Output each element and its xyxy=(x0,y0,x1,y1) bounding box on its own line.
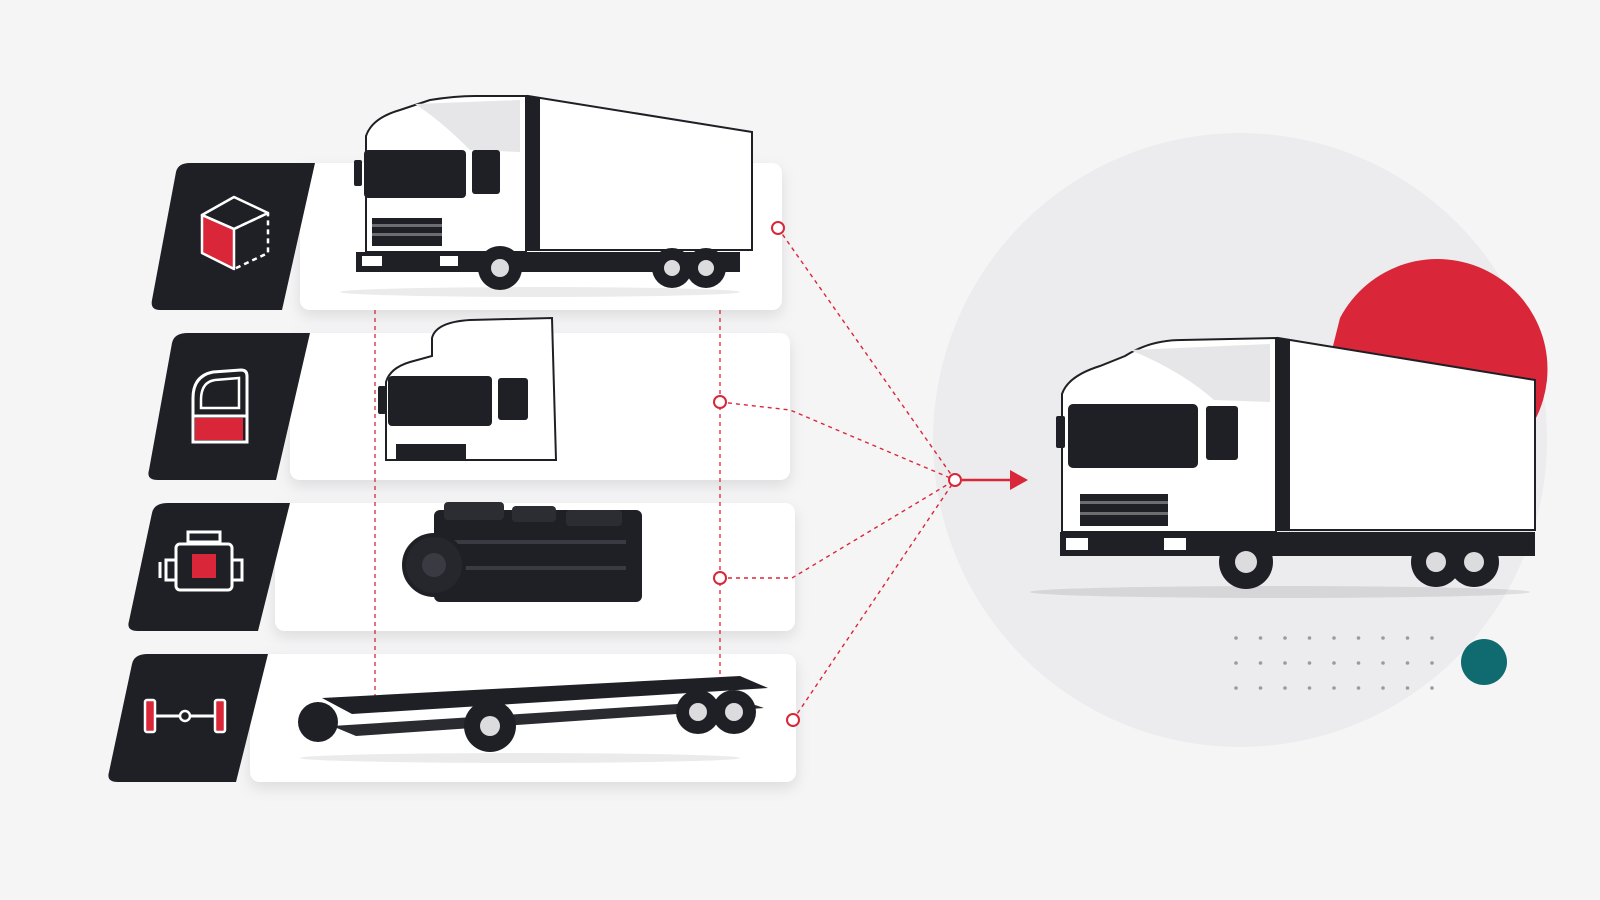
grid-dot xyxy=(1430,686,1434,690)
teal-marker-dot xyxy=(1461,639,1507,685)
decorative-dot-grid xyxy=(1234,636,1434,690)
grid-dot xyxy=(1258,636,1263,640)
grid-dot xyxy=(1332,636,1336,640)
grid-dot xyxy=(1307,661,1312,665)
grid-dot xyxy=(1307,686,1312,690)
part-engine-block xyxy=(402,502,642,602)
connector-body xyxy=(777,227,956,481)
part-truck-cab xyxy=(378,316,558,461)
grid-dot xyxy=(1258,686,1263,690)
grid-dot xyxy=(1332,686,1336,690)
panel-cab-tab xyxy=(148,333,310,480)
grid-dot xyxy=(1234,636,1238,640)
axle-icon xyxy=(143,698,227,734)
grid-dot xyxy=(1283,686,1287,690)
grid-dot xyxy=(1234,661,1238,665)
grid-dot xyxy=(1332,661,1336,665)
grid-dot xyxy=(1307,636,1312,640)
grid-dot xyxy=(1381,636,1385,640)
part-chassis-frame xyxy=(298,676,768,763)
grid-dot xyxy=(1430,636,1434,640)
cab-door-icon xyxy=(191,368,249,444)
connector-lines xyxy=(719,227,956,721)
connector-node-body xyxy=(771,221,785,235)
engine-icon xyxy=(158,530,244,592)
part-box-truck xyxy=(340,94,753,297)
cargo-box-icon xyxy=(200,195,270,271)
grid-dot xyxy=(1405,636,1410,640)
connector-engine xyxy=(720,479,956,579)
connector-chassis xyxy=(792,479,956,721)
merge-arrow-head xyxy=(1010,470,1028,490)
connector-node-engine xyxy=(713,571,727,585)
grid-dot xyxy=(1381,661,1385,665)
grid-dot xyxy=(1430,661,1434,665)
grid-dot xyxy=(1356,636,1361,640)
connector-node-cab xyxy=(713,395,727,409)
grid-dot xyxy=(1283,636,1287,640)
grid-dot xyxy=(1381,686,1385,690)
grid-dot xyxy=(1258,661,1263,665)
connector-merge-node xyxy=(948,473,962,487)
grid-dot xyxy=(1356,661,1361,665)
grid-dot xyxy=(1356,686,1361,690)
part-assembled-truck xyxy=(1030,336,1536,598)
grid-dot xyxy=(1405,686,1410,690)
grid-dot xyxy=(1234,686,1238,690)
grid-dot xyxy=(1405,661,1410,665)
connector-node-chassis xyxy=(786,713,800,727)
grid-dot xyxy=(1283,661,1287,665)
